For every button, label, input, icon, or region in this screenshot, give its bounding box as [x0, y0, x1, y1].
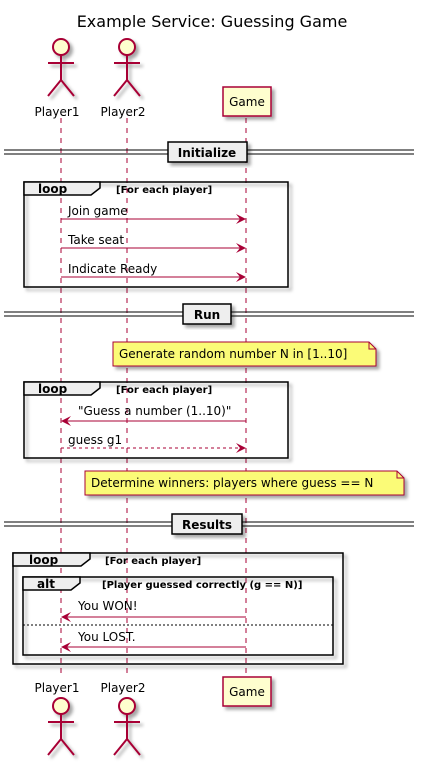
- participant-game-label: Game: [229, 95, 265, 109]
- alt-tab: [22, 576, 81, 591]
- loop-tab: [23, 381, 101, 396]
- note-determine-text: Determine winners: players where guess =…: [91, 476, 373, 490]
- loop-frame-results: [12, 552, 344, 665]
- diagram-title: Example Service: Guessing Game: [77, 12, 348, 31]
- participant-player2-label-bottom: Player2: [101, 681, 146, 695]
- message-join-label: Join game: [67, 204, 128, 218]
- separator-initialize-label: Initialize: [178, 146, 236, 160]
- participant-game-label-bottom: Game: [229, 685, 265, 699]
- actor-head-icon: [52, 38, 70, 56]
- actor-head-icon: [52, 697, 70, 715]
- actor-player2-bottom: [113, 697, 141, 756]
- message-guess-reply-label: guess g1: [68, 433, 122, 447]
- loop-keyword: loop: [38, 382, 68, 396]
- separator-results: [171, 513, 243, 535]
- note-determine: [84, 470, 405, 496]
- participant-game-box-top: [222, 86, 272, 117]
- participant-player1-label-bottom: Player1: [35, 681, 80, 695]
- loop-frame-initialize: [23, 181, 289, 288]
- actor-player1-top: [47, 38, 75, 97]
- alt-frame: [22, 576, 334, 656]
- alt-keyword: alt: [37, 577, 55, 591]
- message-seat-label: Take seat: [67, 233, 124, 247]
- loop-tab: [12, 552, 91, 567]
- message-guess-prompt-label: "Guess a number (1..10)": [78, 404, 231, 418]
- alt-condition: [Player guessed correctly (g == N)]: [102, 580, 302, 591]
- note-generate: [112, 341, 377, 367]
- loop-keyword: loop: [38, 182, 68, 196]
- loop-condition: [For each player]: [116, 385, 212, 396]
- separator-run-label: Run: [194, 308, 220, 322]
- loop-condition: [For each player]: [116, 185, 212, 196]
- actor-head-icon: [118, 697, 136, 715]
- separator-run: [182, 303, 232, 325]
- separator-initialize: [167, 141, 248, 163]
- loop-frame-run: [23, 381, 289, 459]
- separator-results-label: Results: [182, 518, 232, 532]
- actor-head-icon: [118, 38, 136, 56]
- message-lost-label: You LOST.: [77, 630, 136, 644]
- loop-tab: [23, 181, 101, 196]
- note-generate-text: Generate random number N in [1..10]: [119, 347, 347, 361]
- actor-player2-top: [113, 38, 141, 97]
- loop-condition: [For each player]: [105, 556, 201, 567]
- message-won-label: You WON!: [77, 599, 138, 613]
- participant-player2-label: Player2: [101, 105, 146, 119]
- loop-keyword: loop: [29, 553, 59, 567]
- participant-game-box-bottom: [222, 676, 272, 707]
- message-ready-label: Indicate Ready: [68, 262, 157, 276]
- actor-player1-bottom: [47, 697, 75, 756]
- participant-player1-label: Player1: [35, 105, 80, 119]
